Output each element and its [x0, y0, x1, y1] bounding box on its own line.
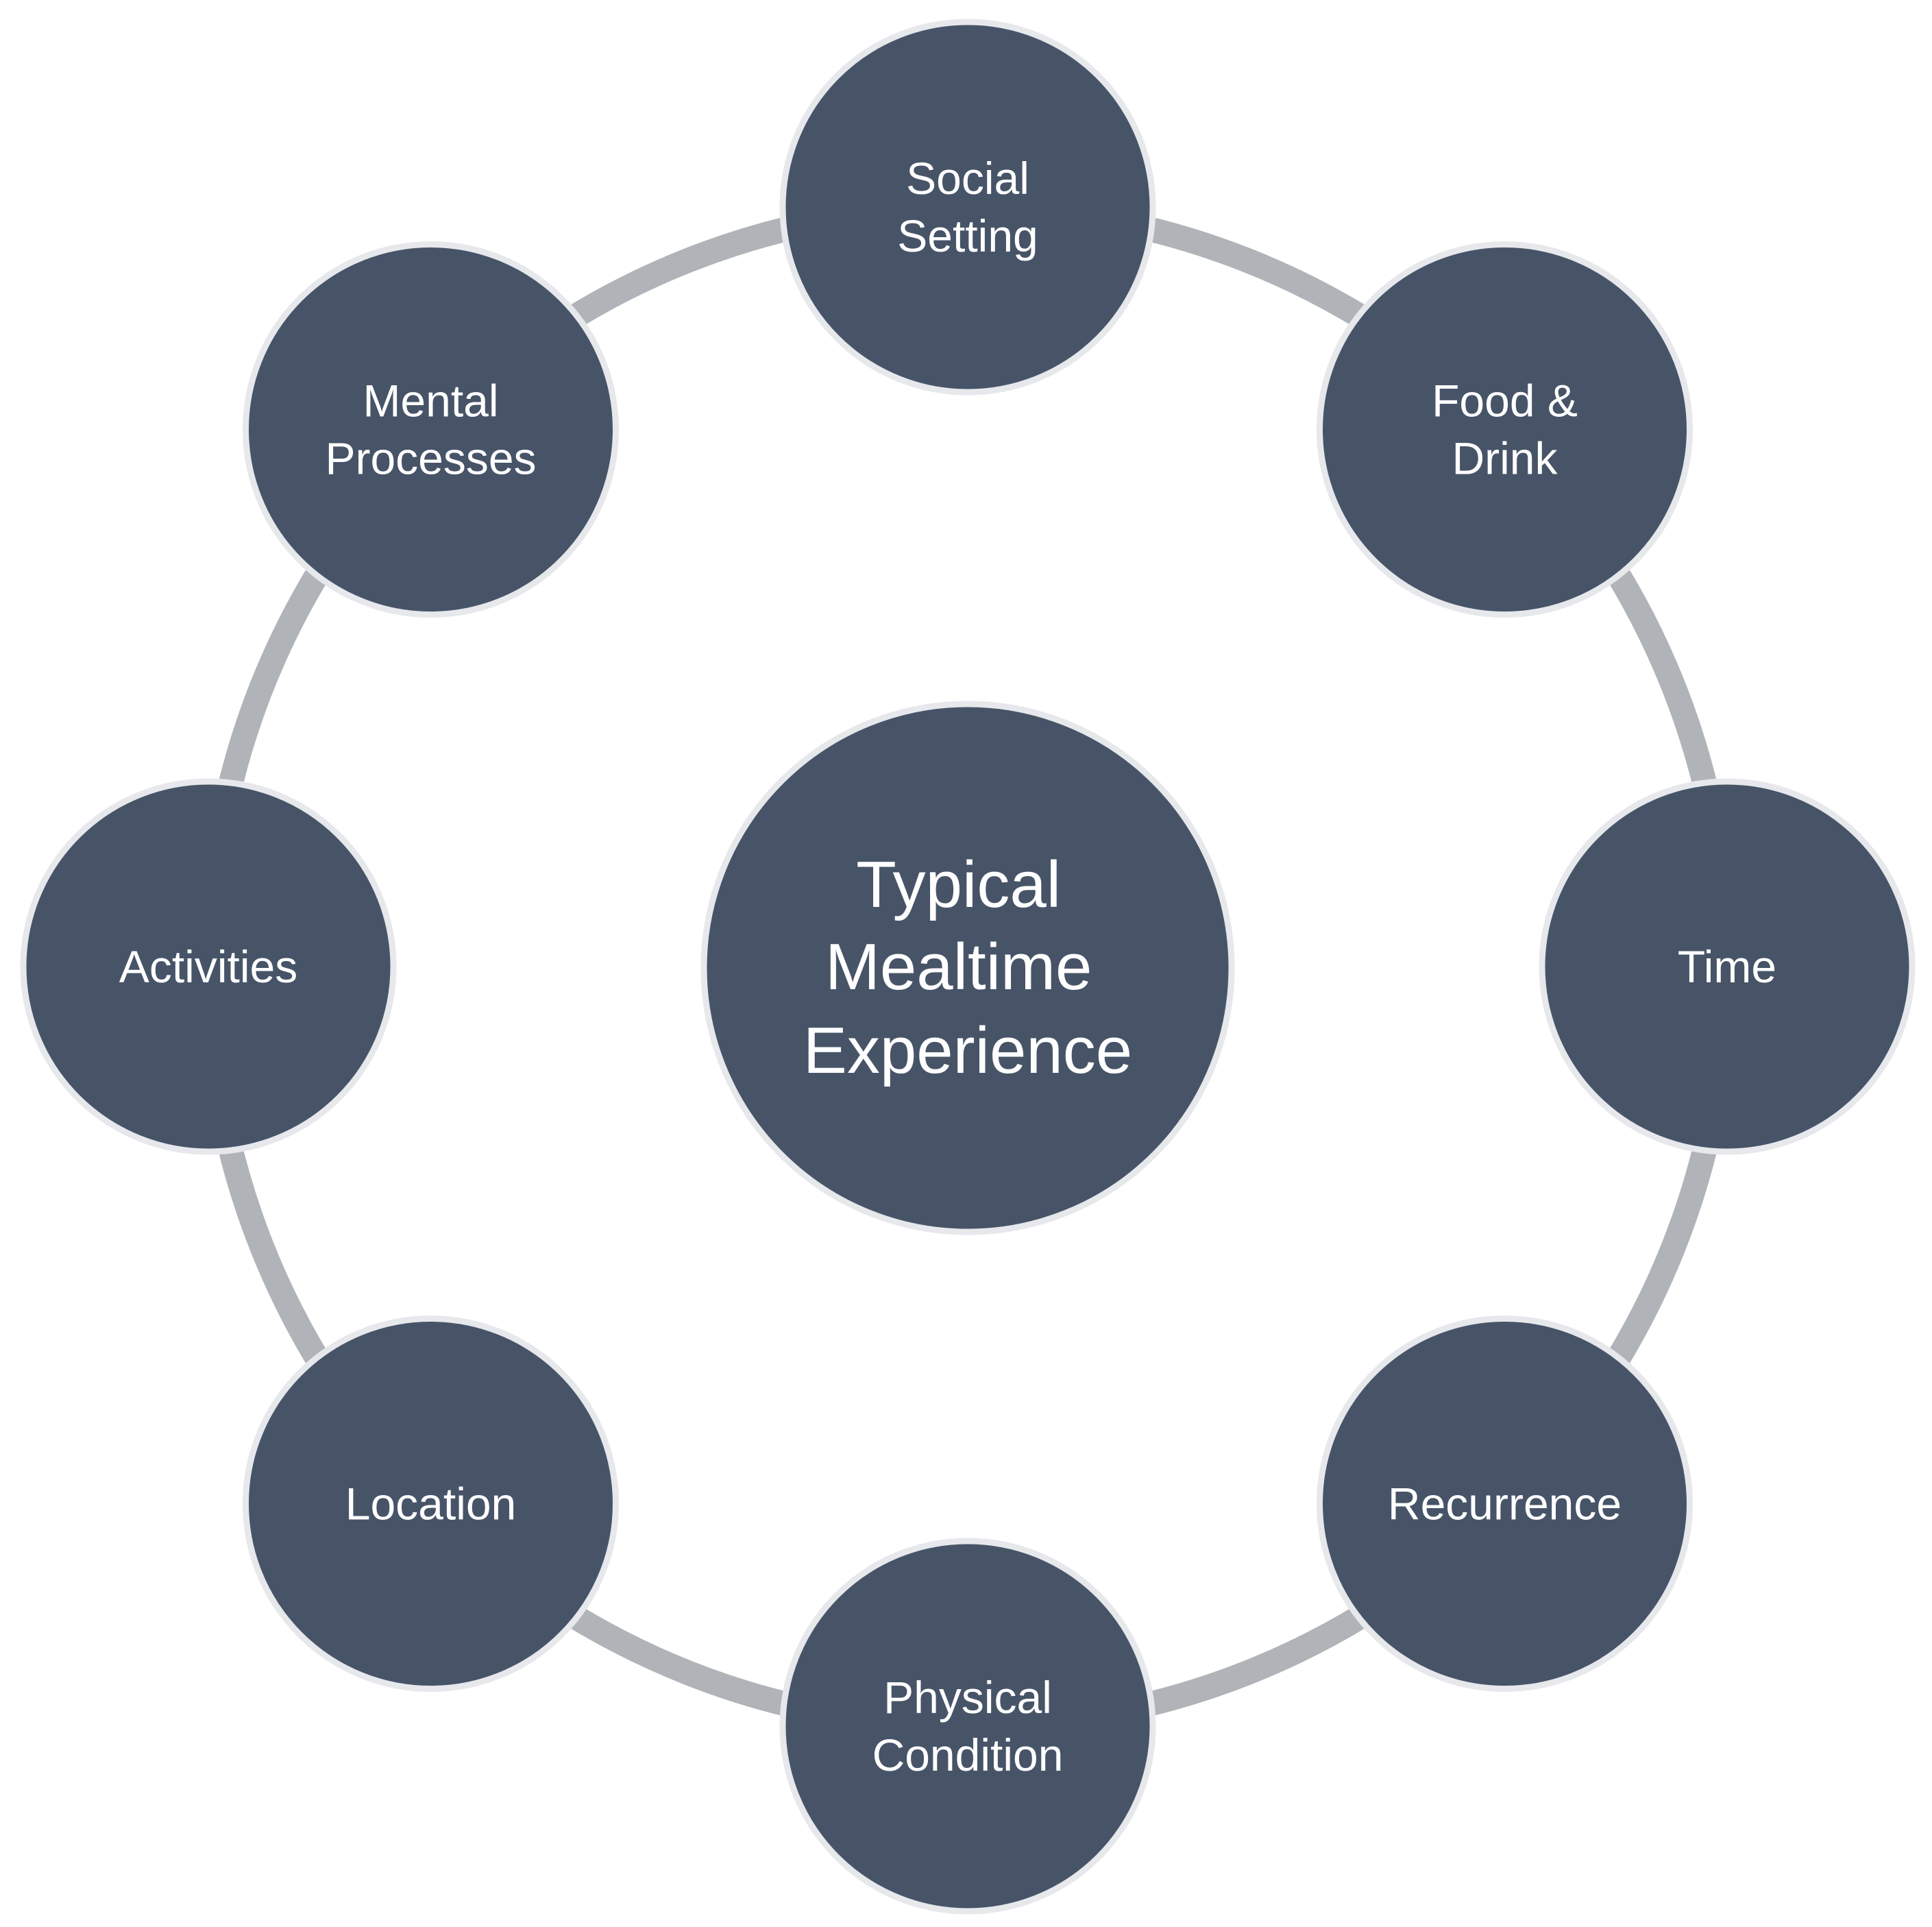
node-food-drink: Food & Drink [1317, 241, 1693, 618]
node-recurrence-label: Recurrence [1388, 1479, 1622, 1529]
node-social-setting-label-line-2: Setting [897, 210, 1038, 261]
node-physical-condition-label-line-1: Physical [883, 1672, 1052, 1723]
node-recurrence-circle [1317, 1316, 1693, 1692]
node-food-drink-label: Food & Drink [1432, 376, 1578, 484]
node-time-label-line-1: Time [1678, 941, 1776, 992]
node-mental-processes-circle [243, 241, 619, 618]
node-location-label: Location [345, 1479, 517, 1529]
node-mental-processes-label-line-1: Mental [363, 376, 498, 426]
node-recurrence: Recurrence [1317, 1316, 1693, 1692]
node-food-drink-label-line-2: Drink [1452, 433, 1558, 484]
center-node: Typical Mealtime Experience [700, 701, 1235, 1235]
node-social-setting-label-line-1: Social [906, 153, 1029, 204]
center-label-line-2: Mealtime [825, 930, 1092, 1004]
center-label-line-1: Typical [856, 848, 1061, 921]
center-node-label: Typical Mealtime Experience [803, 848, 1132, 1087]
node-time-label: Time [1678, 941, 1776, 992]
node-activities-label: Activities [119, 941, 297, 992]
node-social-setting-circle [779, 19, 1156, 396]
node-location: Location [243, 1316, 619, 1692]
node-physical-condition-circle [779, 1538, 1156, 1915]
node-activities-label-line-1: Activities [119, 941, 297, 992]
node-location-circle [243, 1316, 619, 1692]
node-location-label-line-1: Location [345, 1479, 517, 1529]
node-activities-circle [20, 778, 397, 1155]
node-physical-condition-label-line-2: Condition [872, 1730, 1064, 1780]
node-recurrence-label-line-1: Recurrence [1388, 1479, 1622, 1529]
node-mental-processes-label-line-2: Processes [325, 433, 536, 484]
node-food-drink-label-line-1: Food & [1432, 376, 1578, 426]
node-time-circle [1539, 778, 1916, 1155]
node-activities: Activities [20, 778, 397, 1155]
center-node-circle [700, 701, 1235, 1235]
node-food-drink-circle [1317, 241, 1693, 618]
center-label-line-3: Experience [803, 1014, 1132, 1087]
node-time: Time [1539, 778, 1916, 1155]
